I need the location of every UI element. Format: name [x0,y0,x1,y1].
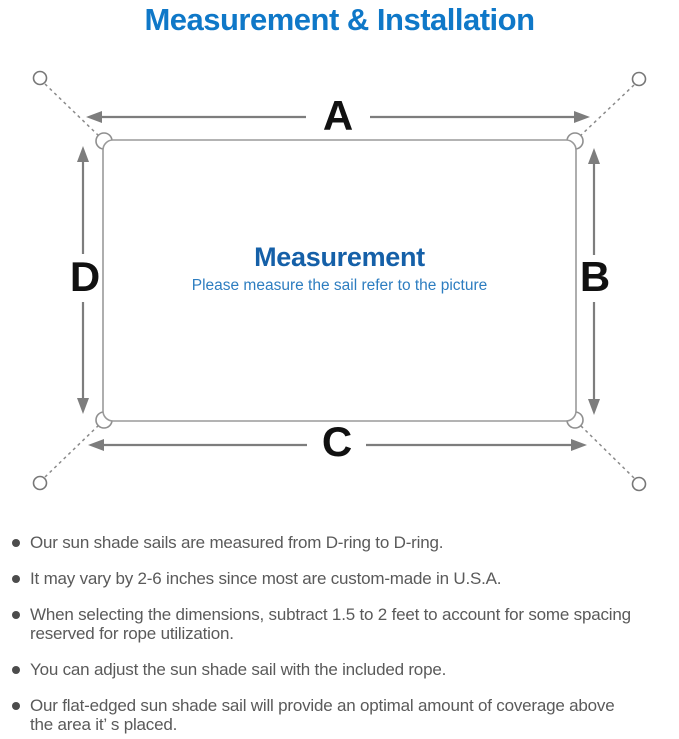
list-item: Our sun shade sails are measured from D-… [12,533,672,552]
sail-center-text: Measurement Please measure the sail refe… [103,241,576,296]
arrowhead-d-top [77,146,89,162]
bullet-dot-icon [12,611,20,619]
note-line: reserved for rope utilization. [30,624,234,643]
dimension-label-b: B [579,253,611,300]
sail-rectangle [102,139,577,422]
arrowhead-c-left [88,439,104,451]
rope-line-top-left [44,83,101,138]
sail-measurement-diagram [32,70,647,492]
anchor-circle-top-left [32,70,48,86]
list-item: Our flat-edged sun shade sail will provi… [12,696,672,734]
arrowhead-c-right [571,439,587,451]
arrowhead-a-right [574,111,590,123]
anchor-circle-bottom-right [631,476,647,492]
note-line: the area it’ s placed. [30,715,178,734]
rope-line-bottom-right [578,423,635,479]
arrowhead-a-left [86,111,102,123]
note-line: You can adjust the sun shade sail with t… [30,660,447,679]
dimension-arrows [77,111,600,451]
dimension-label-a: A [322,92,354,139]
arrowhead-b-top [588,148,600,164]
bullet-dot-icon [12,666,20,674]
page-title: Measurement & Installation [144,2,535,37]
dimension-label-d: D [69,253,101,300]
note-line: Our flat-edged sun shade sail will provi… [30,696,615,715]
anchor-circle-bottom-left [32,475,48,491]
rope-line-bottom-left [44,423,101,478]
bullet-dot-icon [12,539,20,547]
rope-line-top-right [578,84,635,138]
measurement-subheading: Please measure the sail refer to the pic… [191,277,488,294]
note-line: Our sun shade sails are measured from D-… [30,533,444,552]
bullet-dot-icon [12,702,20,710]
list-item: It may vary by 2-6 inches since most are… [12,569,672,588]
anchor-circle-top-right [631,71,647,87]
notes-list: Our sun shade sails are measured from D-… [12,533,672,739]
list-item: You can adjust the sun shade sail with t… [12,660,672,679]
arrowhead-d-bottom [77,398,89,414]
anchor-points [32,70,647,492]
measurement-heading: Measurement [254,242,425,272]
dimension-label-c: C [321,418,353,465]
note-line: It may vary by 2-6 inches since most are… [30,569,502,588]
list-item: When selecting the dimensions, subtract … [12,605,672,643]
bullet-dot-icon [12,575,20,583]
note-line: When selecting the dimensions, subtract … [30,605,631,624]
arrowhead-b-bottom [588,399,600,415]
